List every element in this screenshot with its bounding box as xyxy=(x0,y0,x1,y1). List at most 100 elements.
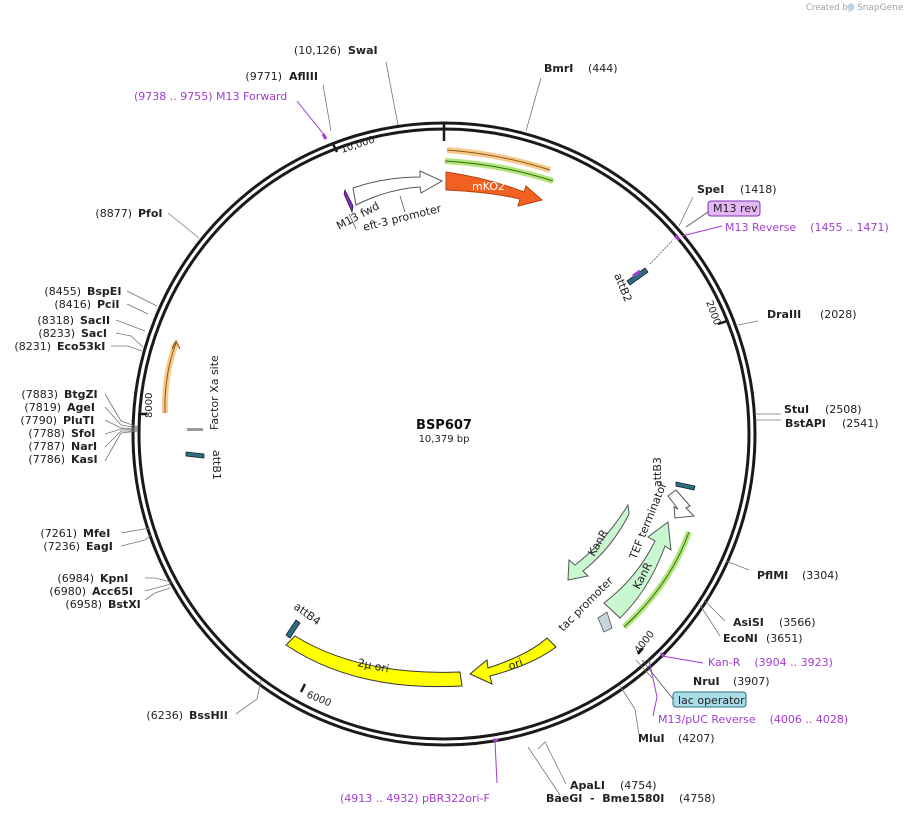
lac-operator-box-label: lac operator xyxy=(678,694,745,707)
attb3-feature xyxy=(675,481,696,491)
enzyme-label-swai: SwaI xyxy=(348,44,378,57)
m13-rev-box xyxy=(707,200,761,217)
primer-marks xyxy=(321,133,681,742)
attb2-feature xyxy=(626,267,649,286)
enzyme-label-mlui: MluI xyxy=(638,732,665,745)
credit-brand: SnapGene xyxy=(857,3,904,13)
primer-label-pbr322ori-f: (4913 .. 4932) pBR322ori-F xyxy=(340,792,490,805)
enzyme-pos-bstapi: (2541) xyxy=(842,417,879,430)
enzyme-pos-bstxi: (6958) xyxy=(65,598,102,611)
tef-terminator-feature xyxy=(667,489,696,519)
ori-feature xyxy=(469,637,557,685)
enzyme-label-eco53ki: Eco53kI xyxy=(57,340,105,353)
enzyme-pos-pluti: (7790) xyxy=(20,414,57,427)
ori-label: ori xyxy=(507,656,525,673)
2mu-ori-label: 2µ ori xyxy=(356,656,390,675)
enzyme-pos-bsshii: (6236) xyxy=(146,709,183,722)
enzyme-pos-mlui: (4207) xyxy=(678,732,715,745)
enzyme-pos-afliii: (9771) xyxy=(245,70,282,83)
tick-marks xyxy=(138,143,728,693)
enzyme-pos-pfoi: (8877) xyxy=(95,207,132,220)
primer-label-m13-reverse: M13 Reverse (1455 .. 1471) xyxy=(725,221,889,234)
enzyme-pos-pflmi: (3304) xyxy=(802,569,839,582)
green-feature-top-line xyxy=(444,160,554,182)
enzyme-label-stui: StuI xyxy=(784,403,809,416)
primer-label-m13-puc-reverse: M13/pUC Reverse (4006 .. 4028) xyxy=(658,713,848,726)
enzyme-pos-agei: (7819) xyxy=(24,401,61,414)
mko2-feature xyxy=(445,171,544,207)
left-orange-arrowhead xyxy=(171,339,181,350)
eft3-promoter-feature xyxy=(352,170,444,206)
enzyme-label-eagi: EagI xyxy=(86,540,113,553)
m13-rev-leader xyxy=(685,211,709,228)
enzyme-pos-asisi: (3566) xyxy=(779,616,816,629)
enzyme-pos-sacii: (8318) xyxy=(37,314,74,327)
enzyme-pos-eco53ki: (8231) xyxy=(14,340,51,353)
enzyme-pos-pcii: (8416) xyxy=(54,298,91,311)
enzyme-pos-stui: (2508) xyxy=(825,403,862,416)
factor-xa-label: Factor Xa site xyxy=(208,355,221,430)
enzyme-label-pfoi: PfoI xyxy=(138,207,163,220)
plasmid-length: 10,379 bp xyxy=(419,434,470,445)
enzyme-pos-btgzi: (7883) xyxy=(21,388,58,401)
enzyme-label-bsshii: BssHII xyxy=(189,709,228,722)
plasmid-name: BSP607 xyxy=(416,418,472,433)
green-feature-right-line xyxy=(623,531,690,628)
enzyme-leaders xyxy=(104,61,781,796)
enzyme-label-bstapi: BstAPI xyxy=(785,417,826,430)
enzyme-pos-eagi: (7236) xyxy=(43,540,80,553)
primer-label-kan-r: Kan-R (3904 .. 3923) xyxy=(708,656,833,669)
mko2-label: mKO2 xyxy=(472,180,505,193)
enzyme-pos-sfoi: (7788) xyxy=(28,427,65,440)
2mu-ori-feature xyxy=(285,635,463,688)
enzyme-label-baegi: BaeGI - Bme1580I xyxy=(546,792,664,805)
attb1-feature xyxy=(185,451,205,459)
attb3-label: attB3 xyxy=(651,457,664,487)
enzyme-label-agei: AgeI xyxy=(67,401,95,414)
snapgene-logo-icon xyxy=(847,3,855,11)
enzyme-label-kpni: KpnI xyxy=(100,572,128,585)
enzyme-pos-econi: (3651) xyxy=(766,632,803,645)
enzyme-label-mfei: MfeI xyxy=(83,527,110,540)
enzyme-label-afliii: AflIII xyxy=(289,70,318,83)
kanr-feature-1 xyxy=(603,521,672,619)
orange-feature-top-line xyxy=(446,149,551,171)
enzyme-pos-saci: (8233) xyxy=(38,327,75,340)
attb2-leader xyxy=(649,239,674,265)
lac-operator-leader xyxy=(641,659,674,700)
enzyme-pos-swai: (10,126) xyxy=(294,44,341,57)
enzyme-label-draiii: DraIII xyxy=(767,308,801,321)
enzyme-pos-apali: (4754) xyxy=(620,779,657,792)
enzyme-label-bspei: BspEI xyxy=(87,285,121,298)
enzyme-label-pluti: PluTI xyxy=(63,414,94,427)
enzyme-pos-acc65i: (6980) xyxy=(49,585,86,598)
enzyme-label-acc65i: Acc65I xyxy=(92,585,133,598)
enzyme-label-spei: SpeI xyxy=(697,183,724,196)
attb2-primer-mark xyxy=(632,269,641,278)
enzyme-label-sacii: SacII xyxy=(80,314,110,327)
enzyme-label-saci: SacI xyxy=(81,327,107,340)
enzyme-label-asisi: AsiSI xyxy=(733,616,764,629)
tick-label-4000: 4000 xyxy=(633,629,657,656)
tick-label-8000: 8000 xyxy=(144,393,155,418)
enzyme-pos-bspei: (8455) xyxy=(44,285,81,298)
tac-promoter-feature xyxy=(597,611,613,633)
primer-label-m13-forward: (9738 .. 9755) M13 Forward xyxy=(134,90,287,103)
enzyme-label-bstxi: BstXI xyxy=(108,598,141,611)
enzyme-label-kasi: KasI xyxy=(71,453,98,466)
enzyme-pos-nrui: (3907) xyxy=(733,675,770,688)
backbone-outer xyxy=(131,121,757,747)
enzyme-label-pflmi: PflMI xyxy=(757,569,788,582)
enzyme-pos-spei: (1418) xyxy=(740,183,777,196)
enzyme-pos-bmri: (444) xyxy=(588,62,618,75)
enzyme-pos-kasi: (7786) xyxy=(28,453,65,466)
enzyme-label-econi: EcoNI xyxy=(723,632,758,645)
enzyme-label-sfoi: SfoI xyxy=(71,427,95,440)
enzyme-label-bmri: BmrI xyxy=(544,62,573,75)
enzyme-label-nrui: NruI xyxy=(693,675,720,688)
lac-operator-box xyxy=(672,691,747,708)
m13-rev-box-label: M13 rev xyxy=(713,202,758,215)
m13-fwd-feature xyxy=(343,188,354,214)
factor-xa-feature xyxy=(187,428,203,431)
